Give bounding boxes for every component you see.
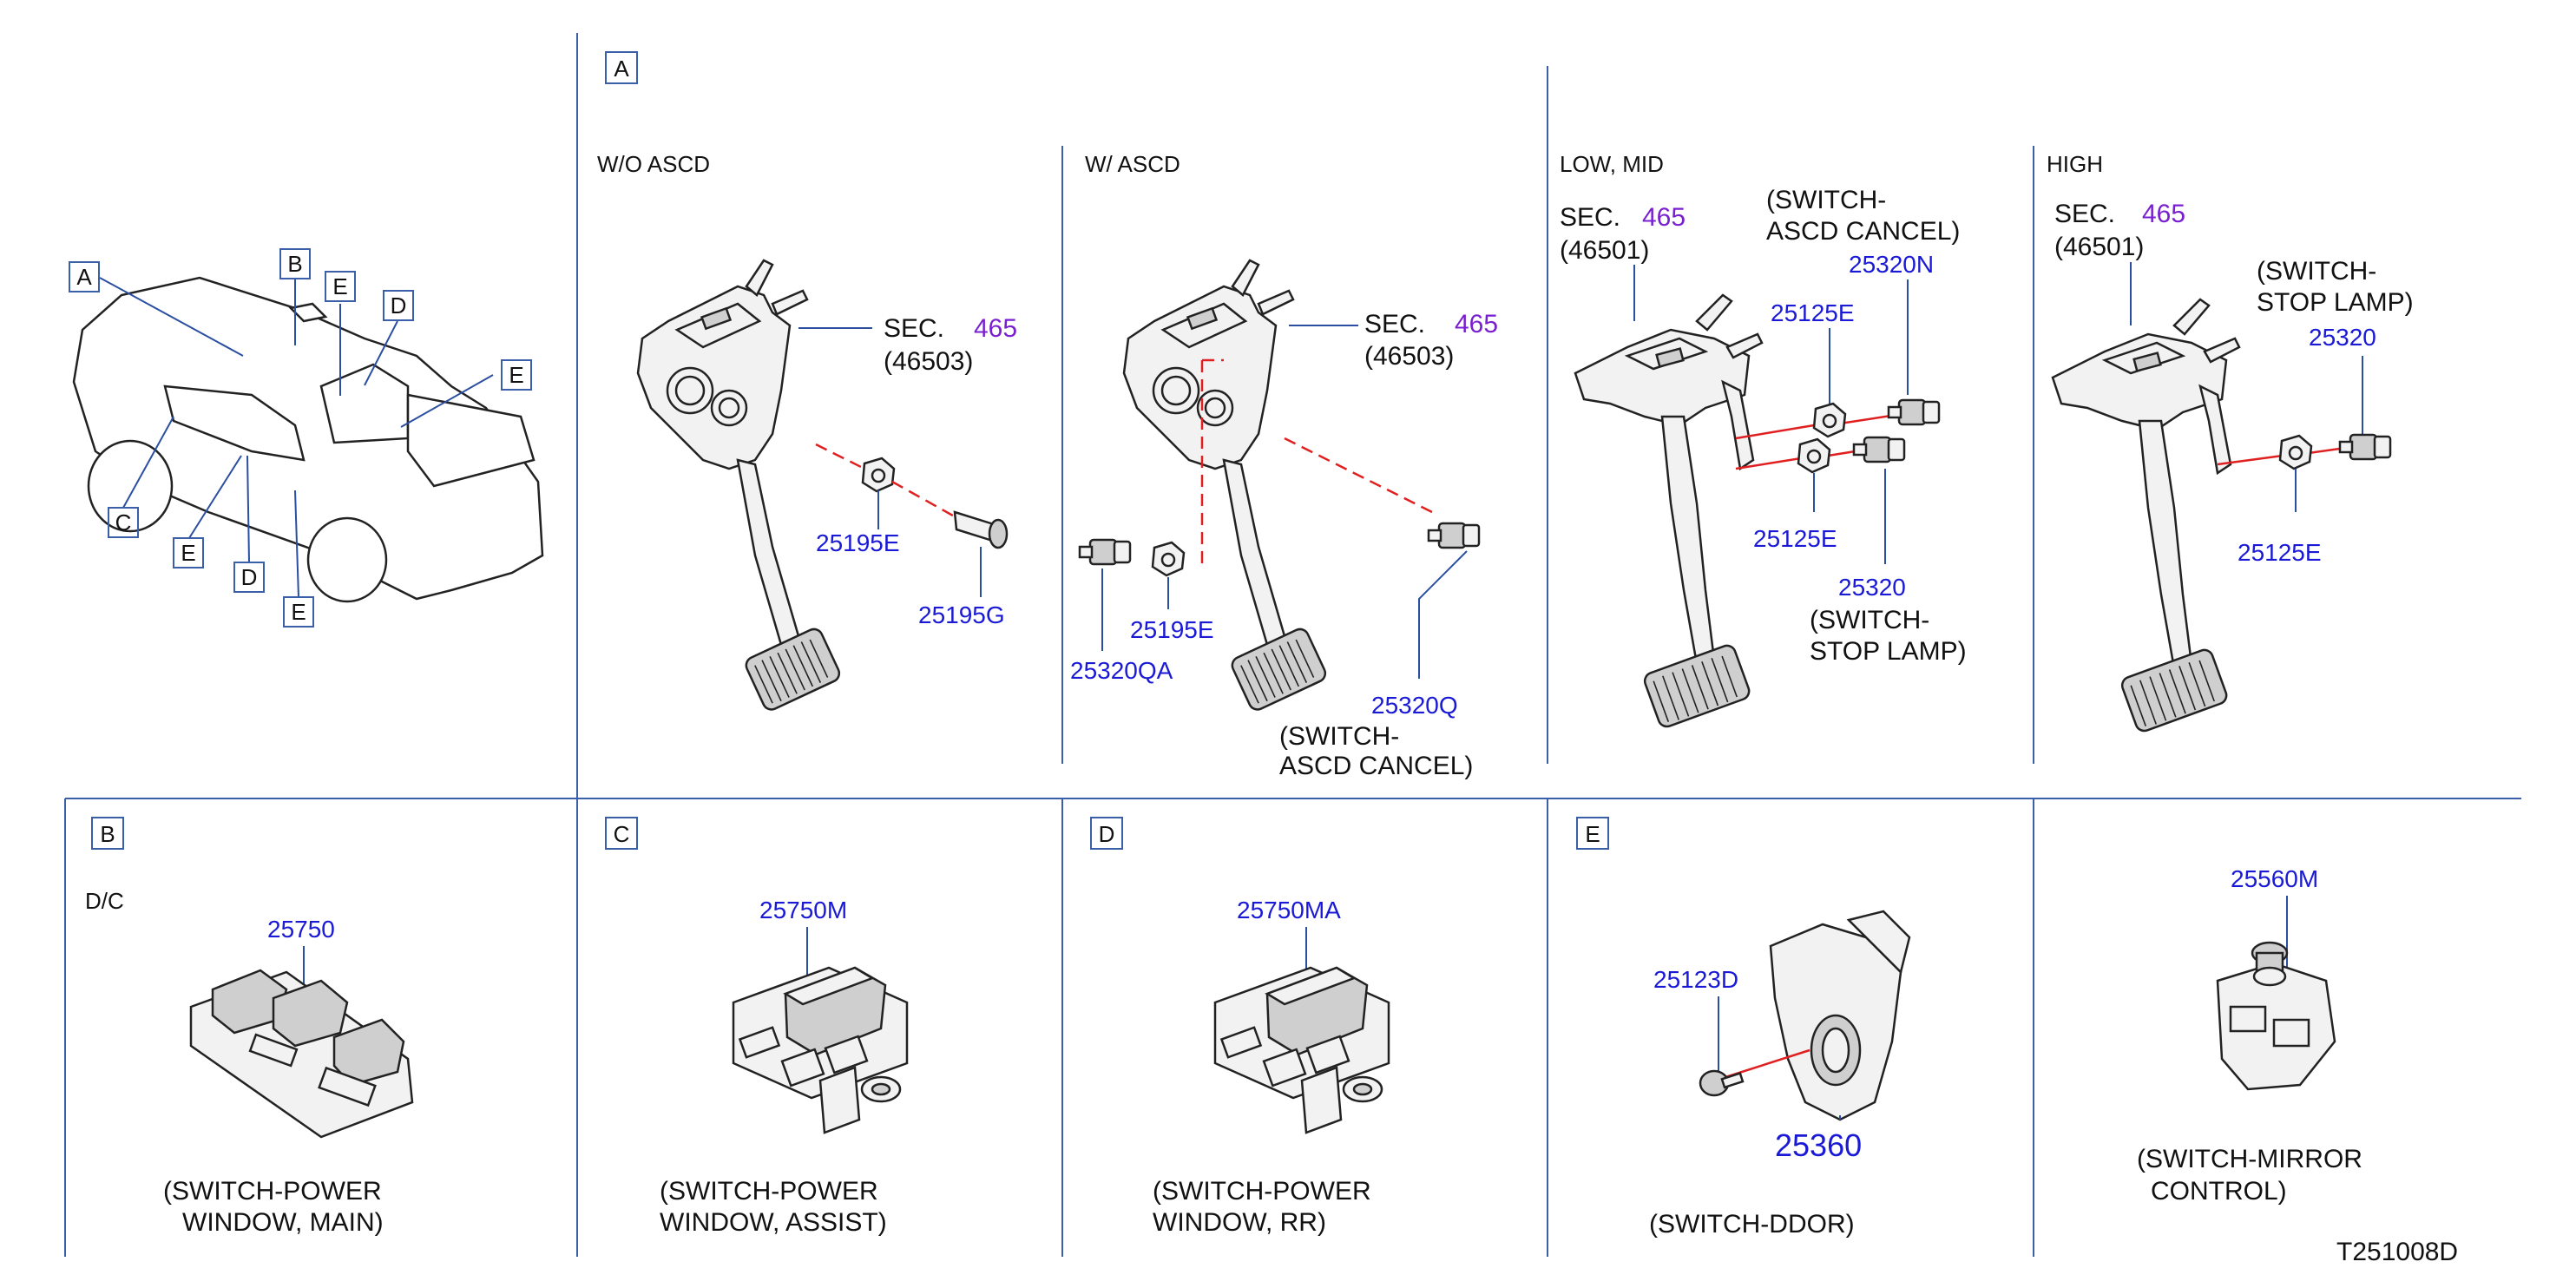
overview-labels: A B C D D E E E	[69, 248, 532, 628]
part-25195g: 25195G	[918, 601, 1005, 628]
svg-text:D: D	[1099, 821, 1115, 847]
svg-text:STOP LAMP): STOP LAMP)	[2257, 288, 2414, 317]
overview-label-e-top: E	[325, 271, 356, 302]
svg-text:SEC.: SEC.	[1560, 203, 1620, 232]
svg-text:E: E	[1585, 821, 1600, 847]
overview-leaders	[99, 277, 494, 598]
section-d: D 25750MA (SWITCH-POWER WINDOW, RR)	[1090, 817, 1390, 1237]
svg-text:D: D	[391, 292, 407, 319]
overview-label-b: B	[279, 248, 311, 279]
part-25560m: 25560M	[2231, 865, 2318, 892]
section-mirror: 25560M (SWITCH-MIRROR CONTROL)	[2137, 865, 2362, 1206]
svg-text:(SWITCH-: (SWITCH-	[1810, 606, 1929, 634]
overview-label-a: A	[69, 261, 100, 292]
door-switch	[1769, 910, 1911, 1121]
svg-text:C: C	[115, 509, 132, 536]
part-25195e-w: 25195E	[1130, 616, 1214, 643]
svg-text:WINDOW, MAIN): WINDOW, MAIN)	[182, 1208, 384, 1237]
svg-text:(46503): (46503)	[884, 347, 973, 376]
overview-label-d-bottom: D	[233, 562, 265, 593]
svg-text:(46501): (46501)	[1560, 236, 1649, 265]
w-ascd-group: W/ ASCD SEC. 465 (46503) 25320QA 25195E …	[1070, 151, 1498, 780]
svg-text:(SWITCH-: (SWITCH-	[1766, 186, 1886, 214]
main-window-switch	[189, 969, 414, 1139]
door-switch-screw	[1699, 1069, 1745, 1097]
svg-text:E: E	[181, 540, 195, 566]
svg-text:(SWITCH-POWER: (SWITCH-POWER	[660, 1177, 878, 1206]
overview-label-e-right: E	[501, 359, 532, 391]
svg-text:465: 465	[2142, 200, 2185, 228]
svg-text:465: 465	[1642, 203, 1686, 232]
diagram-id: T251008D	[2336, 1238, 2458, 1266]
svg-text:E: E	[332, 273, 347, 299]
svg-text:(SWITCH-POWER: (SWITCH-POWER	[1153, 1177, 1371, 1206]
part-25320qa: 25320QA	[1070, 657, 1173, 684]
part-25125e-high: 25125E	[2238, 539, 2322, 566]
svg-text:(SWITCH-MIRROR: (SWITCH-MIRROR	[2137, 1145, 2362, 1173]
wo-ascd-header: W/O ASCD	[597, 151, 710, 177]
svg-text:WINDOW, RR): WINDOW, RR)	[1153, 1208, 1326, 1237]
part-25125e-bottom: 25125E	[1753, 525, 1837, 552]
svg-text:A: A	[614, 56, 629, 82]
svg-text:C: C	[614, 821, 630, 847]
svg-text:(SWITCH-: (SWITCH-	[1279, 722, 1399, 751]
section-e: E 25123D 25360 (SWITCH-DDOR)	[1576, 817, 1911, 1239]
overview-label-d-top: D	[383, 290, 414, 321]
svg-text:SEC.: SEC.	[2054, 200, 2115, 228]
part-25320q: 25320Q	[1371, 692, 1458, 719]
svg-text:STOP LAMP): STOP LAMP)	[1810, 637, 1967, 666]
svg-text:(SWITCH-POWER: (SWITCH-POWER	[163, 1177, 382, 1206]
svg-text:(46503): (46503)	[1364, 342, 1454, 371]
section-c: C 25750M (SWITCH-POWER WINDOW, ASSIST)	[605, 817, 909, 1237]
svg-text:WINDOW, ASSIST): WINDOW, ASSIST)	[660, 1208, 887, 1237]
stopper-bolt	[953, 510, 1009, 549]
svg-text:(SWITCH-DDOR): (SWITCH-DDOR)	[1649, 1210, 1855, 1239]
section-a-label: A	[605, 51, 638, 84]
svg-text:ASCD CANCEL): ASCD CANCEL)	[1279, 752, 1473, 780]
svg-text:SEC.: SEC.	[1364, 310, 1425, 338]
svg-text:E: E	[509, 362, 523, 388]
section-b: B D/C 25750 (SWITCH-POWER WINDOW, MAIN)	[85, 817, 414, 1237]
svg-text:A: A	[76, 264, 92, 290]
svg-text:B: B	[100, 821, 115, 847]
high-header: HIGH	[2047, 151, 2103, 177]
part-25320n: 25320N	[1849, 251, 1934, 278]
svg-text:ASCD CANCEL): ASCD CANCEL)	[1766, 217, 1960, 246]
svg-text:(46501): (46501)	[2054, 233, 2144, 261]
svg-text:E: E	[291, 599, 306, 625]
part-25320-low: 25320	[1838, 574, 1906, 601]
part-25123d: 25123D	[1653, 966, 1738, 993]
overview-label-e-left: E	[173, 537, 204, 568]
part-25320-high: 25320	[2309, 324, 2376, 351]
high-group: HIGH SEC. 465 (46501) (SWITCH- STOP LAMP…	[2047, 151, 2414, 735]
wo-ascd-group: W/O ASCD SEC. 465 (46503) 25195E 25195G	[597, 151, 1017, 713]
part-25360: 25360	[1775, 1127, 1862, 1163]
variant-dc: D/C	[85, 888, 124, 914]
part-25125e-top: 25125E	[1771, 299, 1855, 326]
part-25195e-wo: 25195E	[816, 529, 900, 556]
low-mid-header: LOW, MID	[1560, 151, 1664, 177]
part-25750m: 25750M	[759, 897, 847, 923]
frame-lines	[64, 33, 2521, 1257]
overview-label-c: C	[108, 507, 139, 538]
svg-text:CONTROL): CONTROL)	[2151, 1177, 2287, 1206]
part-25750ma: 25750MA	[1237, 897, 1341, 923]
svg-text:465: 465	[1455, 310, 1498, 338]
svg-text:B: B	[287, 251, 302, 277]
svg-text:(SWITCH-: (SWITCH-	[2257, 257, 2376, 286]
w-ascd-header: W/ ASCD	[1085, 151, 1180, 177]
svg-text:465: 465	[974, 314, 1017, 343]
overview-label-e-bottom: E	[283, 596, 314, 628]
vehicle-overview	[72, 276, 544, 603]
low-mid-group: LOW, MID SEC. 465 (46501) (SWITCH- ASCD …	[1560, 151, 1967, 731]
svg-text:D: D	[241, 564, 258, 590]
part-25750: 25750	[267, 916, 335, 943]
svg-text:SEC.: SEC.	[884, 314, 944, 343]
mirror-control-switch	[2216, 941, 2336, 1091]
